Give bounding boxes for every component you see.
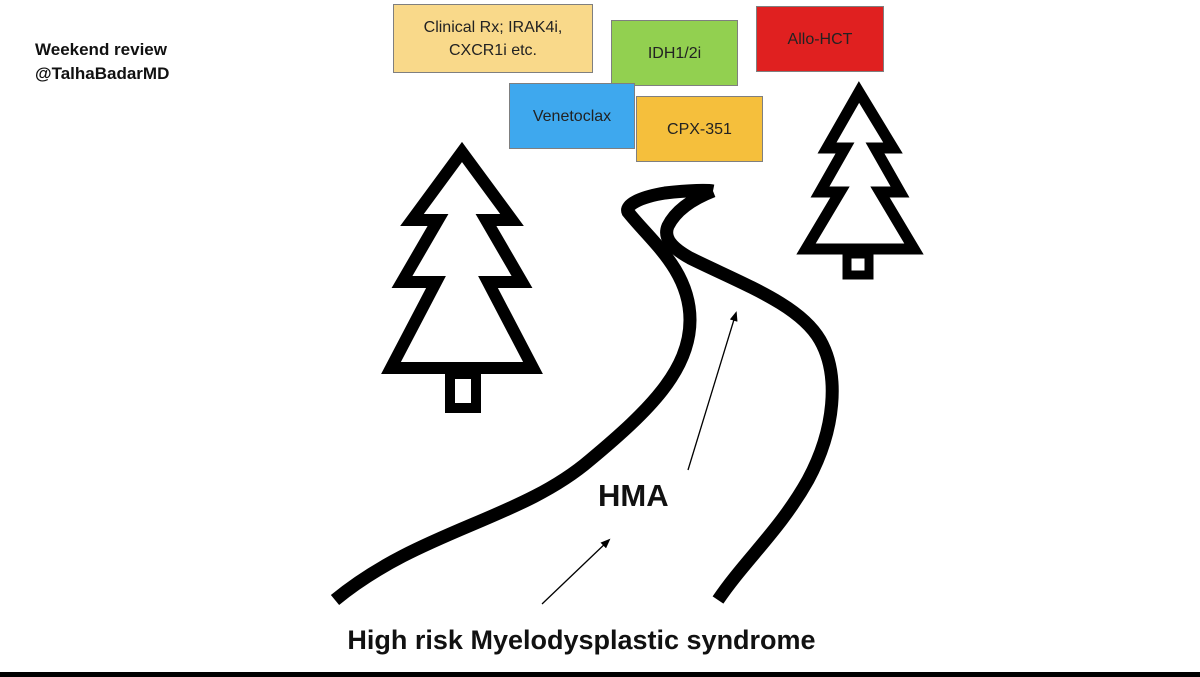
road-label-hma: HMA (598, 478, 669, 513)
slide-caption: High risk Myelodysplastic syndrome (347, 625, 816, 655)
tree-icon-left (381, 141, 543, 413)
credit-line-handle: @TalhaBadarMD (35, 64, 170, 83)
arrow-upper (687, 311, 738, 471)
box-clinical-trials: Clinical Rx; IRAK4i, CXCR1i etc. (393, 4, 593, 73)
arrow-lower (541, 538, 611, 605)
bottom-divider (0, 672, 1200, 677)
winding-road (330, 183, 839, 606)
credit-line-weekend-review: Weekend review (35, 40, 167, 59)
box-venetoclax: Venetoclax (509, 83, 635, 149)
tree-icon-right (796, 81, 924, 280)
author-credit: Weekend review @TalhaBadarMD (35, 38, 169, 86)
road-left-edge (330, 183, 715, 606)
road-right-edge (660, 184, 839, 604)
box-cpx-351: CPX-351 (636, 96, 763, 162)
box-allo-hct: Allo-HCT (756, 6, 884, 72)
box-idh-inhibitors: IDH1/2i (611, 20, 738, 86)
